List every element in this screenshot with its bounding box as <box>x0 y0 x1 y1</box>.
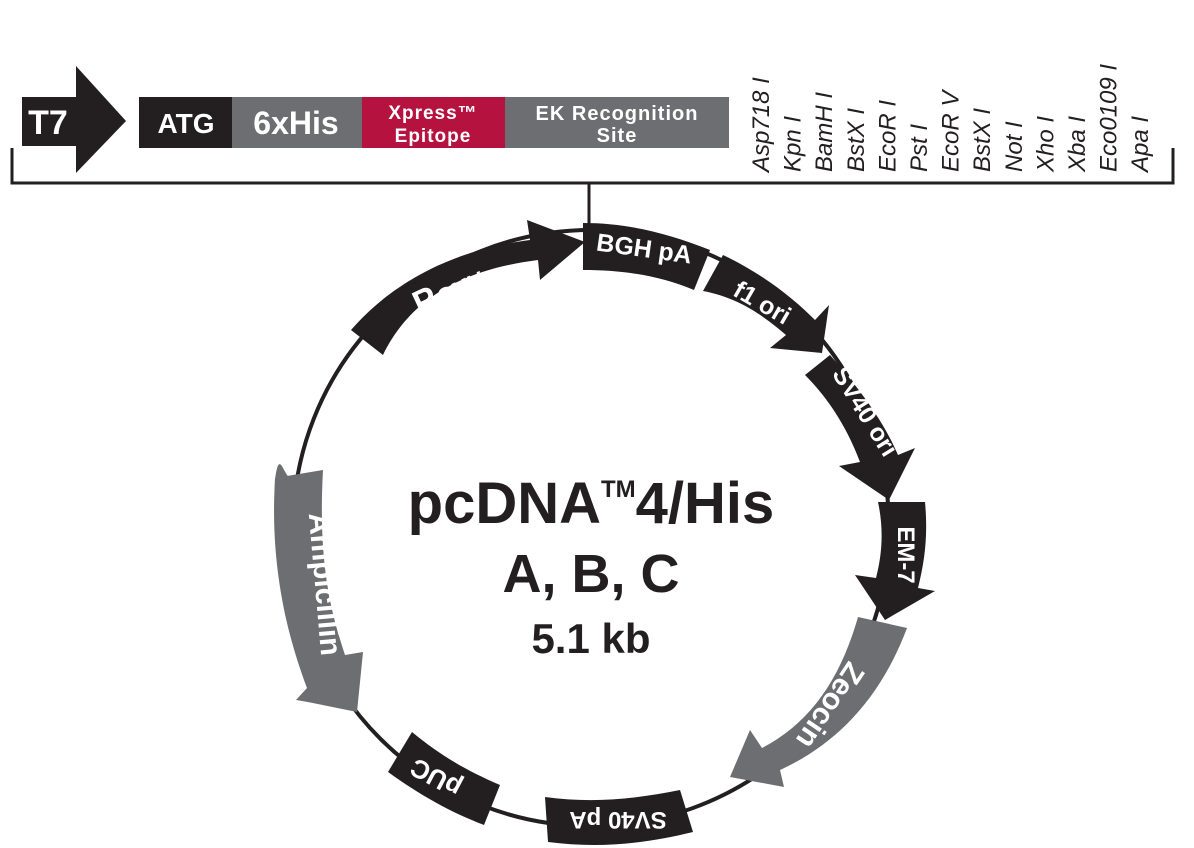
bgh-pa-block <box>583 223 710 290</box>
ek-site-block <box>505 97 729 148</box>
ek-label-line1: EK Recognition <box>536 103 699 125</box>
his-tag-label: 6xHis <box>253 105 338 141</box>
plasmid-size: 5.1 kb <box>531 615 650 662</box>
xpress-label-line1: Xpress™ <box>388 103 477 124</box>
pcmv-arrow <box>351 220 585 355</box>
plasmid-title: pcDNATM4/His A, B, C 5.1 kb <box>408 471 775 662</box>
cassette-bar: T7 ATG 6xHis Xpress™ Epitope EK Recognit… <box>22 66 729 173</box>
xpress-label-line2: Epitope <box>395 126 472 147</box>
em7-label: EM-7 <box>892 526 919 583</box>
trademark-mark: TM <box>601 476 636 503</box>
em7-arrow <box>855 502 935 620</box>
sv40-ori-arrow <box>805 355 915 500</box>
sv40-pa-block <box>545 790 693 845</box>
mcs-bracket <box>10 148 1175 185</box>
his-tag-block <box>232 97 362 148</box>
restriction-site-label: Pst I <box>906 124 933 172</box>
restriction-site-label: BamH I <box>811 92 838 172</box>
t7-label: T7 <box>28 104 68 142</box>
restriction-site-label: BstX I <box>969 108 996 172</box>
restriction-site-label: Xba I <box>1064 116 1091 173</box>
ek-label-line2: Site <box>597 125 638 147</box>
restriction-site-label: Kpn I <box>780 116 807 172</box>
plasmid-variants: A, B, C <box>502 544 679 604</box>
zeocin-arrow <box>730 617 907 787</box>
restriction-site-label: Eco0109 I <box>1096 64 1123 172</box>
puc-block <box>388 732 500 825</box>
f1-ori-arrow <box>703 255 829 353</box>
restriction-site-label: Xho I <box>1032 116 1059 173</box>
ampicillin-arrow-body <box>274 470 363 712</box>
restriction-site-label: EcoR V <box>938 89 965 172</box>
plasmid-name: pcDNA <box>408 471 601 536</box>
restriction-site-label: EcoR I <box>874 100 901 172</box>
restriction-site-label: Apa I <box>1127 116 1154 174</box>
ampicillin-arrow <box>274 464 357 710</box>
sv40-pa-label: SV40 pA <box>569 806 666 833</box>
xpress-epitope-block <box>362 97 505 148</box>
restriction-site-label: BstX I <box>843 108 870 172</box>
plasmid-name-suffix: 4/His <box>636 471 775 536</box>
t7-promoter-arrow <box>22 66 126 173</box>
atg-block <box>139 97 232 148</box>
atg-label: ATG <box>157 108 214 139</box>
svg-text:pcDNATM4/His: pcDNATM4/His <box>408 471 775 536</box>
restriction-site-label: Not I <box>1001 121 1028 172</box>
restriction-site-label: Asp718 I <box>748 77 775 174</box>
